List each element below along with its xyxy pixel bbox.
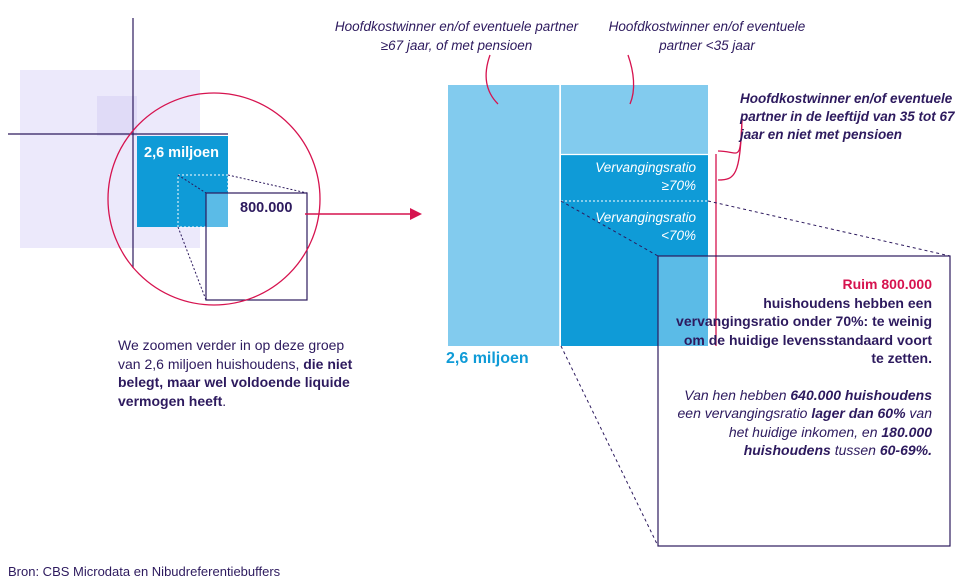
ratio-low-line2: <70%	[661, 228, 696, 243]
label-800k-left: 800.000	[240, 200, 293, 216]
lavender-square-small	[97, 96, 137, 136]
p2-f: 180.000 huishoudens	[743, 423, 932, 459]
ratio-high-line1: Vervangingsratio	[595, 160, 696, 175]
caption-pensioen: Hoofdkostwinner en/of eventuele partner …	[334, 19, 579, 53]
p2-c: een vervangingsratio	[677, 405, 812, 421]
detail-box	[657, 255, 951, 547]
zoom-line-tl	[177, 174, 207, 194]
ratio-high-label: Vervangingsratio ≥70%	[562, 159, 696, 195]
magnifier-circle	[107, 92, 321, 306]
detail-paragraph-1-rest: huishoudens hebben een vervangingsratio …	[676, 294, 932, 367]
zoom-description-plain: We zoomen verder in op deze groep van 2,…	[118, 337, 345, 372]
callout-curve-jong	[627, 54, 635, 105]
zoom-description-bold: die niet belegt, maar wel voldoende liqu…	[118, 355, 353, 409]
source-note: Bron: CBS Microdata en Nibudreferentiebu…	[8, 564, 281, 579]
block-pensioen	[448, 85, 560, 346]
label-total-right: 2,6 miljoen	[446, 350, 529, 367]
block-ratio-high	[561, 155, 708, 201]
detail-paragraph-2: Van hen hebben 640.000 huishoudens een v…	[670, 386, 933, 460]
zoom-overlap	[206, 193, 228, 227]
highlight-overlap	[658, 256, 708, 346]
detail-box-text: Ruim 800.000 huishoudens hebben een verv…	[670, 275, 932, 460]
detail-paragraph-1: Ruim 800.000 huishoudens hebben een verv…	[670, 275, 932, 368]
p2-d: lager dan 60%	[811, 405, 906, 421]
caption-jong: Hoofdkostwinner en/of eventuele partner …	[608, 19, 806, 53]
ratio-low-label: Vervangingsratio <70%	[562, 209, 696, 245]
zoom-line-bl	[177, 226, 207, 301]
arrow-head-icon	[410, 208, 422, 220]
detail-line-tr	[707, 200, 951, 257]
caption-midden: Hoofdkostwinner en/of eventuele partner …	[740, 91, 955, 142]
p2-e: van het huidige inkomen, en	[728, 405, 932, 440]
zoom-square-800k	[205, 192, 308, 301]
p2-g: tussen	[830, 442, 880, 458]
zoom-line-tr	[227, 174, 308, 194]
callout-curve-midden	[717, 119, 743, 154]
ratio-low-line1: Vervangingsratio	[595, 210, 696, 225]
detail-highlight-800k: Ruim 800.000	[842, 276, 933, 292]
block-jong	[561, 85, 708, 154]
detail-line-tl	[560, 200, 659, 257]
zoom-description: We zoomen verder in op deze groep van 2,…	[118, 336, 353, 410]
detail-line-bl	[560, 345, 659, 547]
callout-curve-midden-2	[717, 119, 743, 181]
ratio-high-line2: ≥70%	[661, 178, 696, 193]
p2-a: Van hen hebben	[684, 386, 791, 403]
label-total-left: 2,6 miljoen	[144, 145, 219, 161]
callout-curve-pensioen	[485, 54, 499, 105]
p2-b: 640.000 huishoudens	[790, 386, 932, 403]
p2-h: 60-69%.	[879, 442, 932, 458]
zoom-description-end: .	[222, 392, 227, 409]
